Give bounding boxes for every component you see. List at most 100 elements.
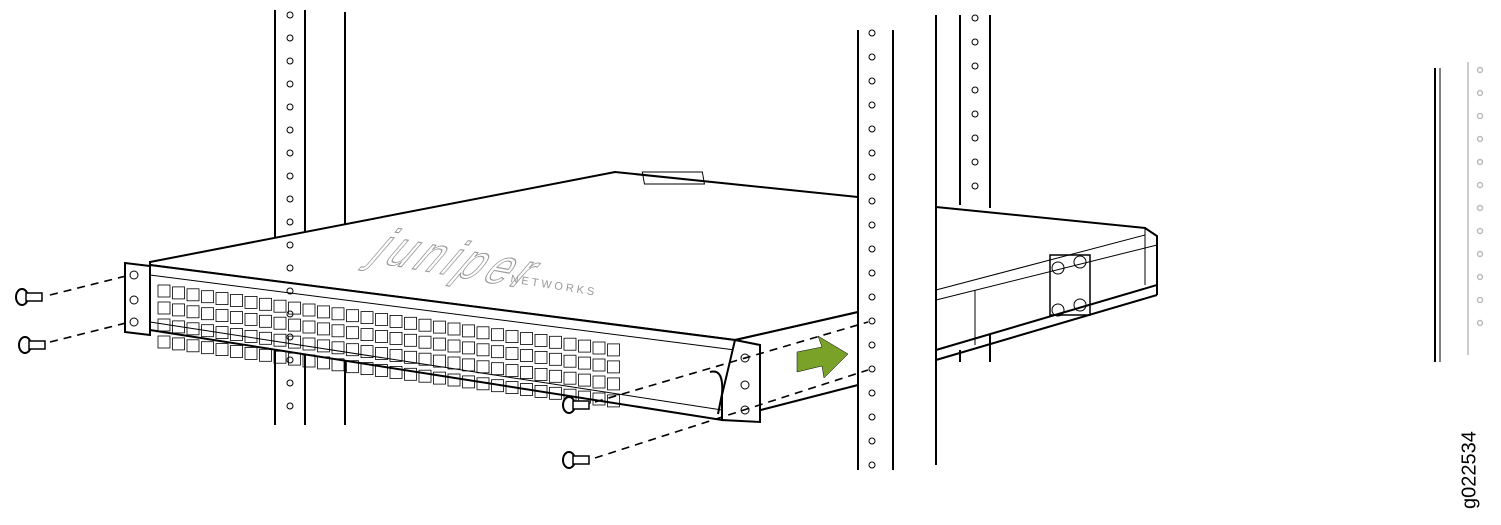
port-icon [375, 364, 388, 377]
port-icon [491, 362, 504, 376]
port-icon [592, 358, 606, 372]
port-icon [476, 360, 490, 374]
port-icon [230, 311, 243, 324]
port-icon [520, 366, 533, 379]
port-icon [534, 384, 548, 398]
port-icon [389, 365, 403, 379]
rack-hole-icon [868, 413, 876, 421]
rack-hole-icon [1476, 89, 1484, 97]
port-icon [201, 307, 214, 321]
port-icon [549, 335, 562, 349]
port-icon [244, 312, 258, 326]
port-icon [418, 335, 432, 349]
port-icon [549, 352, 562, 366]
rack-hole-icon [971, 62, 979, 70]
rack-hole-icon [868, 197, 876, 205]
rack-hole-icon [286, 11, 294, 19]
port-icon [607, 377, 620, 391]
port-icon [317, 322, 330, 336]
rack-hole-icon [286, 310, 294, 318]
port-icon [360, 311, 374, 325]
switch-side-view [935, 205, 1158, 361]
port-icon [549, 369, 562, 383]
port-icon [447, 322, 461, 336]
port-icon [534, 333, 548, 347]
rack-hole-icon [286, 34, 294, 42]
rack-hole-icon [971, 110, 979, 118]
port-icon [302, 320, 316, 334]
port-icon [447, 373, 461, 387]
rack-hole-icon [286, 402, 294, 410]
port-icon [520, 383, 533, 396]
port-icon [331, 341, 345, 355]
port-icon [433, 371, 446, 385]
port-icon [172, 320, 185, 334]
port-icon [201, 341, 214, 355]
rack-hole-icon [286, 57, 294, 65]
port-icon [215, 309, 229, 323]
port-icon [186, 339, 200, 353]
port-icon [186, 322, 200, 336]
rack-hole-icon [868, 149, 876, 157]
rack-hole-icon [971, 182, 979, 190]
rack-hole-icon [286, 103, 294, 111]
port-icon [433, 320, 446, 334]
rack-hole-icon [1476, 135, 1484, 143]
screws [15, 288, 590, 469]
port-icon [186, 305, 200, 319]
port-icon [172, 286, 185, 300]
port-icon [404, 316, 417, 330]
port-icon [462, 324, 475, 338]
port-icon [505, 347, 519, 361]
port-icon [360, 345, 374, 359]
port-icon [607, 360, 620, 374]
port-icon [244, 329, 258, 343]
rear-rack-post [1434, 62, 1469, 362]
port-icon [375, 313, 388, 326]
rack-hole-icon [971, 14, 979, 22]
port-icon [389, 331, 403, 345]
port-icon [288, 335, 301, 349]
rack-hole-icon [1476, 158, 1484, 166]
port-icon [476, 343, 490, 357]
port-icon [520, 332, 533, 345]
rack-hole-icon [868, 317, 876, 325]
port-icon [462, 375, 475, 389]
port-icon [157, 301, 171, 315]
rack-hole-icon [1476, 181, 1484, 189]
rack-hole-icon [868, 77, 876, 85]
port-icon [447, 339, 461, 353]
port-icon [230, 345, 243, 358]
port-icon [172, 303, 185, 317]
rack-hole-icon [868, 365, 876, 373]
port-icon [534, 350, 548, 364]
port-icon [215, 292, 229, 306]
rack-hole-icon [286, 379, 294, 387]
screw-icon [562, 396, 590, 414]
port-icon [288, 318, 301, 332]
port-icon [346, 343, 359, 357]
rack-hole-icon [868, 101, 876, 109]
port-icon [491, 328, 504, 342]
port-icon [230, 294, 243, 307]
port-icon [607, 343, 620, 357]
rack-hole-icon [286, 287, 294, 295]
port-icon [244, 295, 258, 309]
port-icon [288, 352, 301, 366]
port-icon [563, 354, 577, 368]
rack-hole-icon [868, 269, 876, 277]
port-icon [418, 369, 432, 383]
port-icon [346, 326, 359, 340]
port-icon [317, 339, 330, 353]
port-icon [433, 337, 446, 351]
port-icon [288, 301, 301, 315]
port-icon [331, 324, 345, 338]
port-icon [607, 394, 620, 408]
middle-rack-post [857, 30, 894, 470]
network-switch [124, 170, 859, 424]
left-rack-post [274, 10, 346, 425]
port-icon [273, 299, 287, 313]
rack-hole-icon [971, 86, 979, 94]
port-icon [259, 314, 272, 328]
